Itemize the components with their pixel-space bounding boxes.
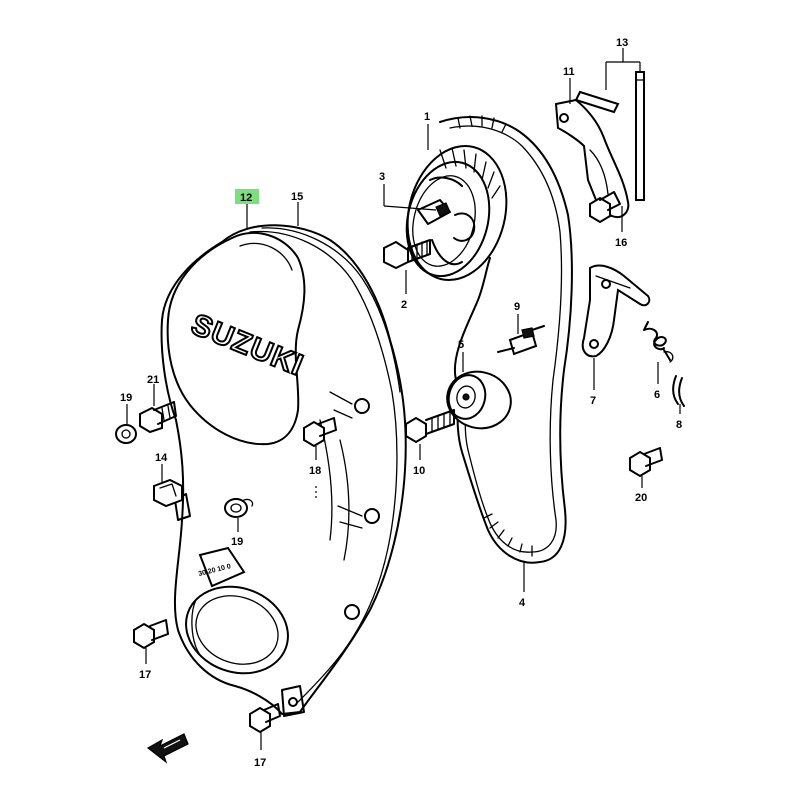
callout-7: 7: [590, 395, 596, 407]
idler-stud[interactable]: [497, 325, 545, 356]
timing-belt[interactable]: [439, 115, 573, 564]
cover-bolt-lower-left[interactable]: [133, 619, 169, 650]
callout-17-bottom: 17: [254, 757, 266, 769]
tensioner-bolt[interactable]: [405, 409, 455, 444]
callout-16: 16: [615, 237, 627, 249]
callout-4: 4: [519, 597, 526, 609]
callout-18: 18: [309, 465, 321, 477]
callout-20: 20: [635, 492, 647, 504]
tensioner-pulley[interactable]: [441, 365, 517, 435]
callout-11: 11: [563, 66, 575, 78]
tensioner-plate-bolt[interactable]: [629, 447, 663, 478]
callout-13: 13: [616, 37, 628, 49]
callout-8: 8: [676, 419, 682, 431]
cover-clip[interactable]: [153, 478, 183, 508]
cover-bolt-side[interactable]: [139, 401, 177, 434]
callout-19-left: 19: [120, 392, 132, 404]
timing-belt-outer-cover[interactable]: SUZUKI 30 20 10 0: [160, 224, 407, 717]
front-arrow-icon: [146, 733, 189, 764]
tensioner-stud[interactable]: [672, 375, 685, 407]
callout-15: 15: [291, 191, 303, 203]
callout-6: 6: [654, 389, 660, 401]
bracket-bolt[interactable]: [589, 191, 621, 224]
callout-2: 2: [401, 299, 407, 311]
camshaft-pulley-bolt[interactable]: [383, 239, 431, 270]
callout-21: 21: [147, 374, 159, 386]
callout-17-left: 17: [139, 669, 151, 681]
washer-center[interactable]: [224, 498, 254, 518]
cover-bolt-lower-bottom[interactable]: [249, 703, 281, 734]
belt-guide-bracket[interactable]: [554, 98, 630, 218]
dowel-pin-set[interactable]: [574, 71, 645, 201]
callout-10: 10: [413, 465, 425, 477]
callout-1: 1: [424, 111, 430, 123]
tensioner-spring[interactable]: [643, 321, 674, 363]
callout-9: 9: [514, 301, 520, 313]
callout-19-center: 19: [231, 536, 243, 548]
callout-3: 3: [379, 171, 385, 183]
cover-emboss-logo: SUZUKI: [187, 308, 308, 383]
callout-5: 5: [458, 339, 464, 351]
washer-side[interactable]: [115, 424, 137, 444]
callout-12: 12: [240, 192, 252, 204]
cover-bolt-upper[interactable]: [303, 417, 337, 448]
callout-12-highlight: [235, 189, 259, 204]
tensioner-plate[interactable]: [581, 264, 651, 358]
camshaft-pulley[interactable]: [394, 135, 520, 290]
callout-14: 14: [155, 452, 168, 464]
